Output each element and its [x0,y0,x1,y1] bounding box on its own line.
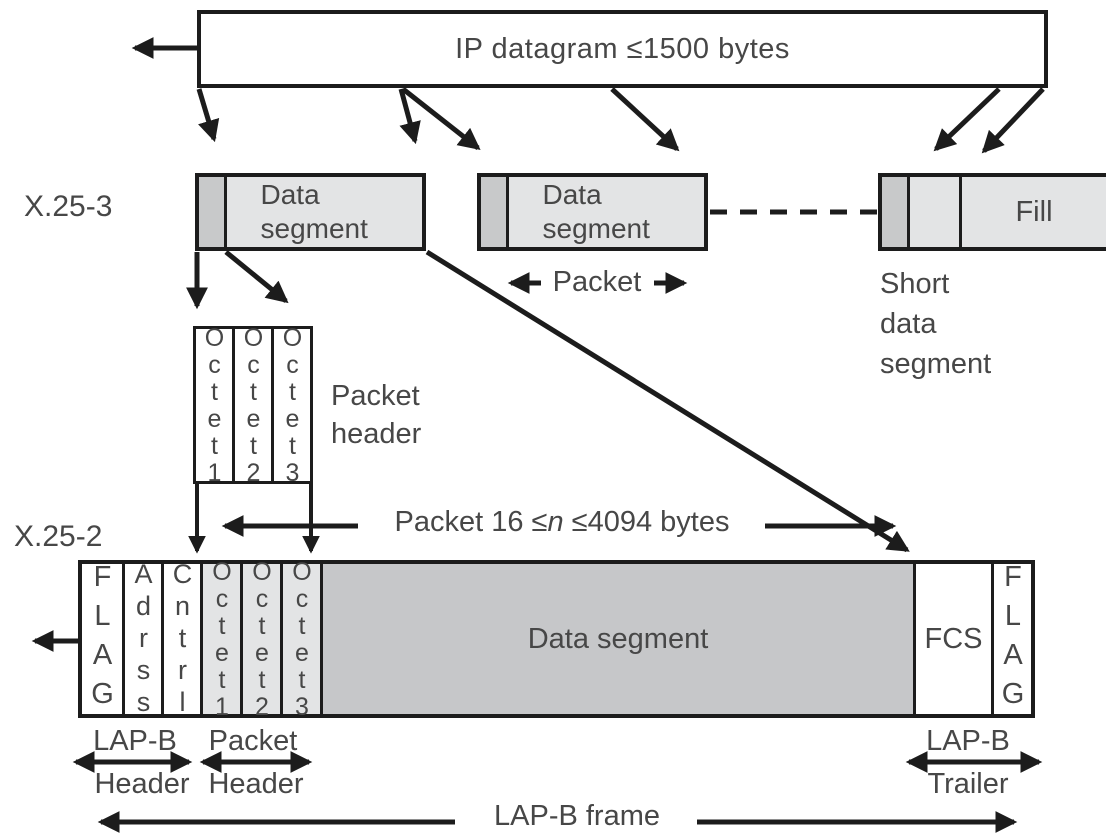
data-segment-body-1: Data segment [227,177,422,247]
packet-header-caption-bottom: Header [208,768,304,800]
lapb-header-caption-bottom: Header [94,768,190,800]
frame-cell-flag-end: FLAG [991,561,1031,717]
data-segment-body-2: Data segment [509,177,704,247]
packet-header-strip-2 [481,177,509,247]
layer-x25-2-label: X.25-2 [14,520,103,553]
segment-to-octets-arrow-diagonal [224,250,289,304]
frame-cell-octet3: Octet3 [280,558,320,720]
octet2-column: Octet2 [232,324,271,486]
lapb-header-caption-top: LAP-B [93,725,177,757]
frame-octet3-label: Octet3 [288,558,316,720]
packet-header-caption-line1: Packet [331,380,420,412]
packet-header-strip-1 [199,177,227,247]
octet1-label: Octet1 [200,324,229,486]
short-caption-line1: Short [880,268,950,300]
flag-end-label: FLAG [997,561,1029,717]
fill-box: Fill [878,173,1106,251]
ip-datagram-box: IP datagram ≤1500 bytes [197,10,1048,88]
octet3-column: Octet3 [271,324,310,486]
split-arrow-1 [196,88,220,143]
lapb-frame-box: FLAG Adrss Cntrl Octet1 Octet2 Octet3 Da… [78,558,1035,720]
flag-start-label: FLAG [86,561,119,717]
layer-x25-3-label: X.25-3 [24,190,113,223]
frame-octet2-label: Octet2 [248,558,276,720]
fill-label: Fill [1015,195,1053,228]
packet-width-label: Packet [552,266,642,298]
frame-cell-octet1: Octet1 [200,558,240,720]
frame-octet1-label: Octet1 [208,558,236,720]
frame-cell-fcs: FCS [913,564,991,714]
frame-cell-octet2: Octet2 [240,558,280,720]
address-label: Adrss [128,559,159,719]
packet-size-post: ≤4094 bytes [563,506,730,538]
frame-cell-data-segment: Data segment [320,564,913,714]
packet-header-caption-top: Packet [208,725,298,757]
data-segment-box-2: Data segment [477,173,708,251]
split-arrow-5 [933,87,1001,152]
octet3-label: Octet3 [278,324,307,486]
data-segment-box-1: Data segment [195,173,426,251]
octet2-label: Octet2 [239,324,268,486]
frame-data-segment-label: Data segment [527,622,709,655]
short-caption-line3: segment [880,348,992,380]
split-arrow-3 [401,87,481,151]
split-arrow-2 [398,88,421,145]
short-caption-line2: data [880,308,937,340]
short-data-segment-caption: Short data segment [880,264,991,384]
octet1-column: Octet1 [196,324,232,486]
short-data-segment-cell [910,177,962,247]
packet-header-octets-box: Octet1 Octet2 Octet3 [193,324,313,486]
packet-header-caption-line2: header [331,418,422,450]
split-arrow-6 [981,87,1045,154]
frame-cell-control: Cntrl [161,559,200,719]
fill-body: Fill [962,177,1106,247]
packet-header-strip-3 [882,177,910,247]
packet-size-var: n [547,506,564,538]
control-label: Cntrl [167,559,198,719]
data-segment-label-1: Data segment [260,179,368,244]
frame-cell-flag-start: FLAG [82,561,122,717]
packet-header-caption: Packet header [331,377,421,453]
lapb-trailer-caption-bottom: Trailer [927,768,1009,800]
split-arrow-4 [610,87,680,152]
packet-size-pre: Packet 16 ≤ [394,506,548,538]
data-segment-label-2: Data segment [542,179,650,244]
lapb-trailer-caption-top: LAP-B [926,725,1010,757]
lapb-frame-caption: LAP-B frame [494,800,660,832]
ip-datagram-label: IP datagram ≤1500 bytes [455,32,790,65]
packet-size-label: Packet 16 ≤n ≤4094 bytes [395,506,730,539]
frame-cell-address: Adrss [122,559,161,719]
fcs-label: FCS [924,622,983,655]
